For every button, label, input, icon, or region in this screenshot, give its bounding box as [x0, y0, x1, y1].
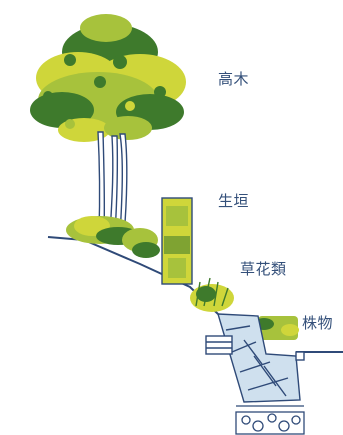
retaining-wall — [205, 313, 305, 403]
shrubs — [254, 316, 299, 340]
upper-shrub — [66, 216, 160, 258]
label-shrubs: 株物 — [302, 314, 334, 332]
foundation — [235, 405, 305, 435]
tall-tree — [30, 14, 186, 237]
flowers — [190, 277, 234, 312]
label-flowers: 草花類 — [240, 260, 287, 278]
label-tall-tree: 高木 — [218, 70, 250, 88]
hedge — [161, 197, 193, 285]
tree-crown — [30, 14, 186, 142]
label-hedge: 生垣 — [218, 192, 250, 210]
